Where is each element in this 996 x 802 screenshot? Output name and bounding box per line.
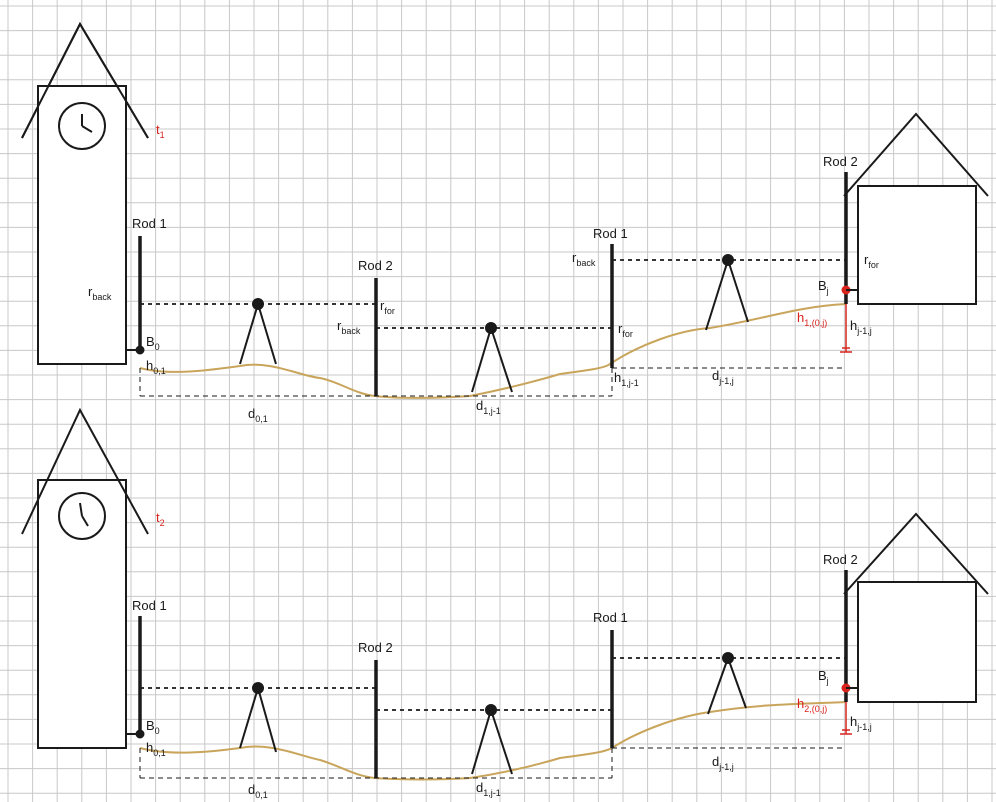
hj1j-label: hj-1,j (850, 714, 872, 732)
hj1j-label: hj-1,j (850, 318, 872, 336)
house (843, 512, 989, 703)
clock-tower (21, 407, 149, 749)
h01-label: h0,1 (146, 358, 166, 376)
level-instrument-1 (239, 682, 277, 753)
clock-tower (21, 21, 149, 365)
h-red-label: h1,(0,j) (797, 310, 827, 328)
r-back-label-2: rback (337, 318, 361, 336)
r-for-label-3: rfor (864, 252, 879, 270)
terrain-profile (139, 701, 847, 781)
sight-lines (140, 259, 846, 329)
h01-label: h0,1 (146, 740, 166, 758)
bj-label: Bj (818, 278, 829, 296)
d01-label: d0,1 (248, 782, 268, 800)
dj1j-label: dj-1,j (712, 754, 734, 772)
r-back-label-3: rback (572, 250, 596, 268)
labels-t1: t1 Rod 1 Rod 2 Rod 1 Rod 2 rback rfor rb… (88, 122, 879, 424)
rods (138, 570, 848, 778)
d1j1-label: d1,j-1 (476, 398, 501, 416)
sight-lines (140, 657, 846, 711)
level-instrument-3 (707, 652, 747, 715)
panel-t1 (21, 21, 989, 399)
clock-icon (58, 492, 106, 540)
rod-1-right-label: Rod 1 (593, 610, 628, 625)
level-instrument-2 (471, 322, 513, 393)
rod-1-left-label: Rod 1 (132, 216, 167, 231)
height-indicator-red (840, 702, 852, 735)
rod-2-mid-label: Rod 2 (358, 640, 393, 655)
rod-2-end-label: Rod 2 (823, 154, 858, 169)
panel-t2 (21, 407, 989, 781)
b0-label: B0 (146, 334, 160, 352)
level-instrument-1 (239, 298, 277, 365)
h1j1-label: h1,j-1 (614, 370, 639, 388)
r-back-label-1: rback (88, 284, 112, 302)
r-for-label-1: rfor (380, 298, 395, 316)
rod-2-end-label: Rod 2 (823, 552, 858, 567)
time-label-t2: t2 (156, 510, 165, 528)
r-for-label-2: rfor (618, 321, 633, 339)
time-label-t1: t1 (156, 122, 165, 140)
level-instrument-2 (471, 704, 513, 775)
height-indicator-red (840, 304, 852, 353)
d1j1-label: d1,j-1 (476, 780, 501, 798)
level-instrument-3 (705, 254, 749, 331)
dj1j-label: dj-1,j (712, 368, 734, 386)
rod-1-right-label: Rod 1 (593, 226, 628, 241)
house (843, 112, 989, 305)
d01-label: d0,1 (248, 406, 268, 424)
rod-2-mid-label: Rod 2 (358, 258, 393, 273)
labels-t2: t2 Rod 1 Rod 2 Rod 1 Rod 2 B0 Bj h0,1 hj… (132, 510, 872, 800)
rods (138, 172, 848, 396)
clock-icon (58, 102, 106, 150)
bj-label: Bj (818, 668, 829, 686)
terrain-profile (139, 303, 847, 399)
rod-1-left-label: Rod 1 (132, 598, 167, 613)
b0-label: B0 (146, 718, 160, 736)
h-red-label: h2,(0,j) (797, 696, 827, 714)
